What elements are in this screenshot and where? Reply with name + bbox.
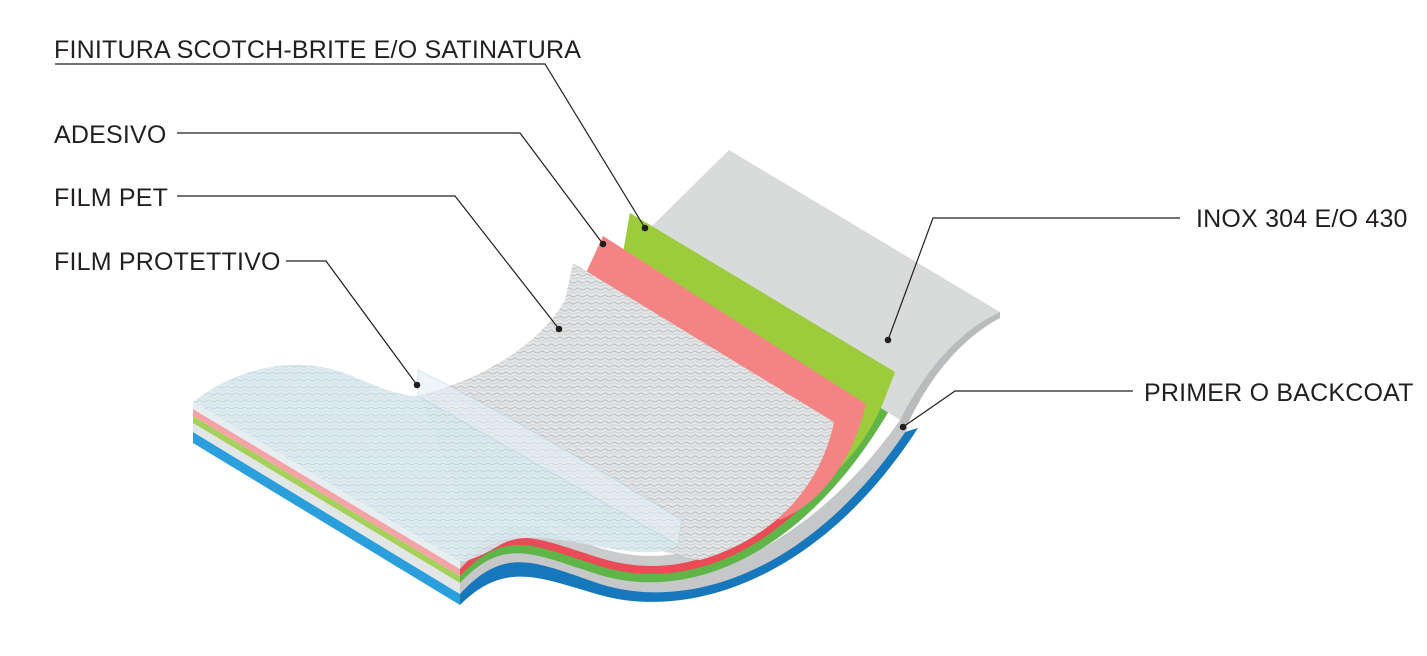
leader-film-pet [177,195,560,330]
leader-primer [902,390,1133,428]
protective-film-edge [417,369,683,546]
label-finitura: FINITURA SCOTCH-BRITE E/O SATINATURA [54,36,581,64]
leader-inox-dot [884,336,892,344]
leader-primer-dot [899,423,907,431]
left-edge-stack [193,402,460,605]
left-edge-pet [193,402,460,569]
label-film-pet: FILM PET [54,184,168,212]
leader-film-protettivo-dot [413,381,421,389]
left-edge-adhesive [193,409,460,576]
leader-finitura-dot [641,224,649,232]
leader-film-protettivo [286,260,418,386]
protective-film-sheet [193,364,678,562]
labels: FINITURA SCOTCH-BRITE E/O SATINATURA ADE… [54,36,1414,407]
label-primer: PRIMER O BACKCOAT [1144,379,1414,407]
left-edge-primer [193,432,460,605]
leader-inox [887,217,1180,341]
leader-lines [55,63,1180,431]
leader-adesivo [177,132,604,245]
leader-finitura [55,63,646,229]
leader-adesivo-dot [599,240,607,248]
label-film-protettivo: FILM PROTETTIVO [54,248,281,276]
leader-film-pet-dot [555,325,563,333]
inox-sheet [650,150,1000,420]
left-edge-finish [193,416,460,583]
label-adesivo: ADESIVO [54,121,167,149]
left-edge-inox [193,423,460,594]
label-inox: INOX 304 E/O 430 [1196,205,1408,233]
inox-sheet-edge [900,312,1000,428]
